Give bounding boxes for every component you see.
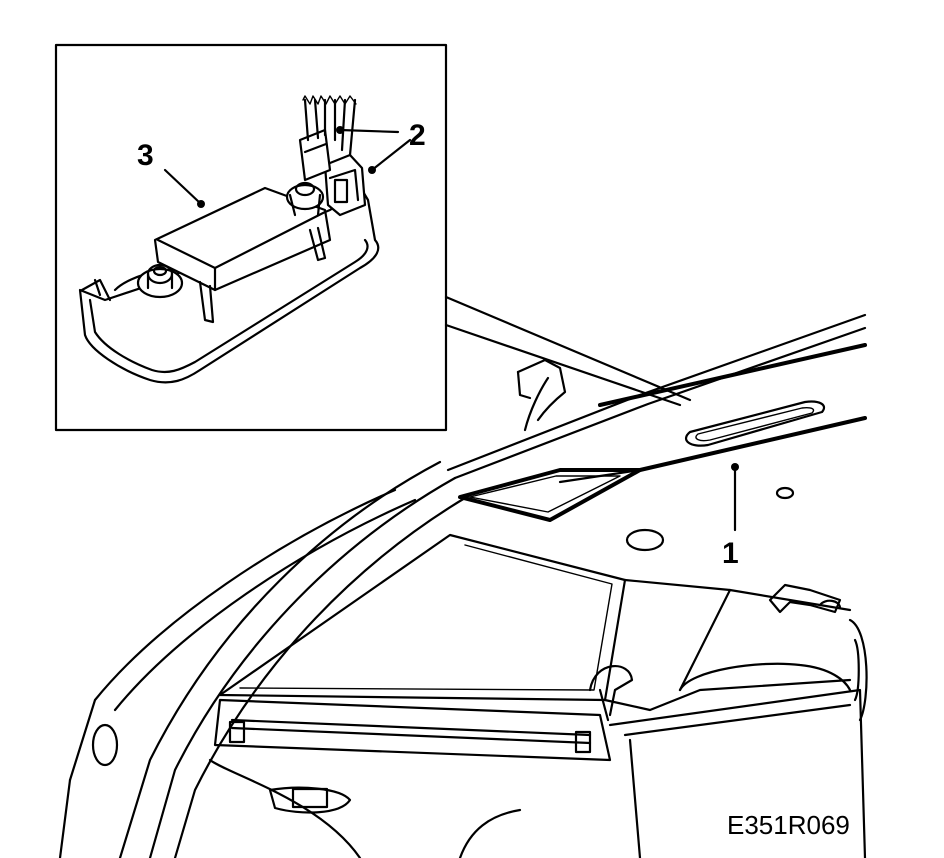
callout-1: 1 <box>722 463 739 570</box>
callout-2-leaders <box>336 126 412 174</box>
control-unit <box>153 186 332 324</box>
wiring-connector <box>298 95 367 217</box>
inset-leader-lines <box>444 295 692 407</box>
interior-light-lens <box>684 400 826 447</box>
inset-frame <box>54 43 448 432</box>
rear-light-recess <box>458 468 642 522</box>
callout-label-1: 1 <box>722 537 739 570</box>
figure-code: E351R069 <box>727 810 850 840</box>
callout-3-leader <box>163 168 205 208</box>
callout-label-2: 2 <box>409 119 426 152</box>
detail-inset: 2 3 <box>54 43 448 432</box>
callout-label-3: 3 <box>137 139 154 172</box>
vehicle-rear-interior-view <box>58 313 868 858</box>
